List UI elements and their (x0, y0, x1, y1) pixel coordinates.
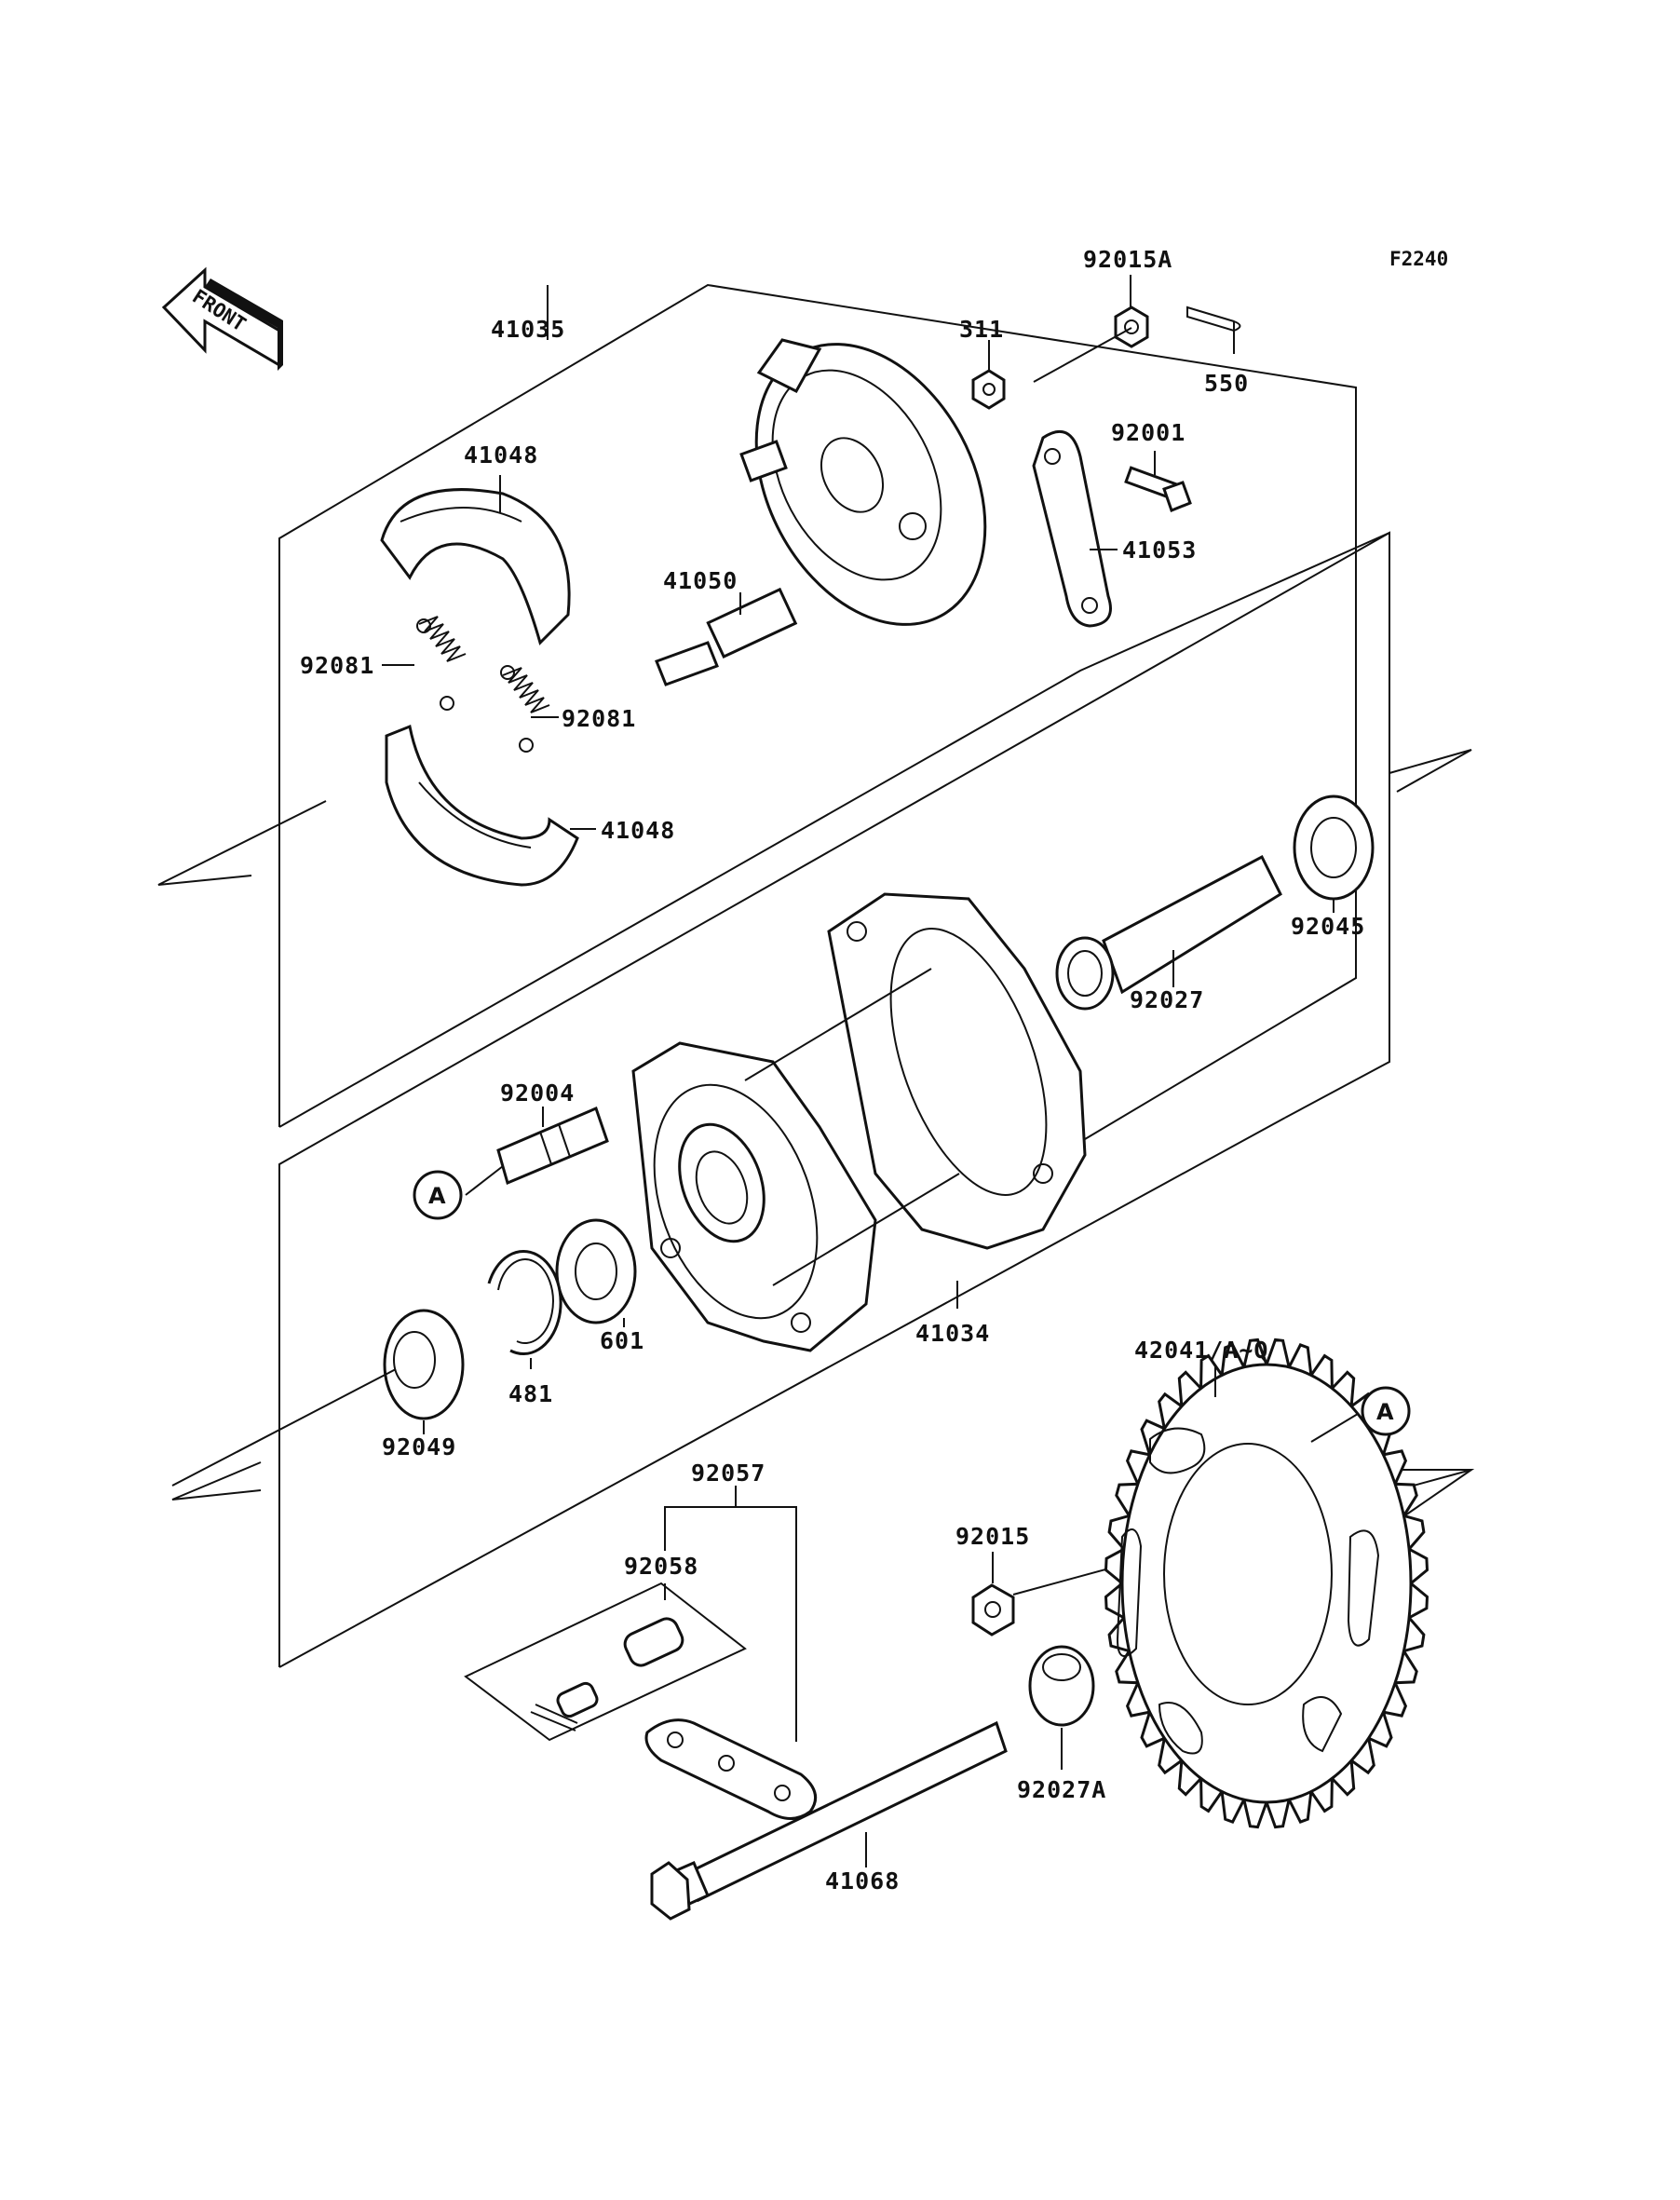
label-92049: 92049 (382, 1433, 456, 1460)
label-601: 601 (600, 1327, 644, 1354)
svg-text:A: A (1376, 1399, 1394, 1425)
chain-segment (644, 1718, 818, 1820)
bolt-92001 (1124, 466, 1192, 512)
label-92081-left: 92081 (300, 652, 374, 679)
label-92027: 92027 (1130, 986, 1204, 1013)
label-92057: 92057 (691, 1460, 765, 1487)
figure-code: F2240 (1389, 248, 1448, 270)
bearing-601 (555, 1218, 637, 1324)
spring-left-icon (416, 616, 467, 711)
brake-shoe-bottom (385, 724, 579, 887)
cotter-pin-550 (1186, 306, 1241, 333)
brake-arm (1032, 429, 1112, 628)
reference-marker-a-left: A (413, 1170, 463, 1220)
label-92001: 92001 (1111, 419, 1185, 446)
spring-right-icon (500, 665, 550, 753)
svg-text:A: A (428, 1183, 446, 1209)
label-41048-top: 41048 (464, 441, 538, 469)
label-92027A: 92027A (1017, 1776, 1106, 1803)
brake-cam (655, 587, 798, 686)
label-92058: 92058 (624, 1553, 698, 1580)
label-92015: 92015 (955, 1523, 1030, 1550)
front-arrow-icon: FRONT (161, 266, 283, 371)
circlip-481 (487, 1250, 562, 1356)
label-42041: 42041/A~Q (1134, 1337, 1268, 1364)
label-481: 481 (508, 1380, 553, 1407)
brake-shoe-top (380, 488, 571, 645)
label-92045: 92045 (1291, 913, 1365, 940)
label-41034: 41034 (915, 1320, 990, 1347)
hub-assembly-frame (171, 531, 1472, 1668)
reference-marker-a-right: A (1361, 1386, 1411, 1436)
label-550: 550 (1204, 370, 1249, 397)
oil-seal-92049 (383, 1309, 465, 1420)
label-41050: 41050 (663, 567, 738, 594)
nut-92015 (971, 1583, 1015, 1636)
brake-assembly-frame (157, 283, 1390, 1143)
spacer-tube-92027 (1055, 854, 1282, 1011)
label-41053: 41053 (1122, 536, 1197, 564)
bearing-92045 (1293, 794, 1375, 901)
label-92015A: 92015A (1083, 246, 1172, 273)
label-92004: 92004 (500, 1080, 575, 1107)
stud-92004 (496, 1106, 609, 1186)
label-92081-right: 92081 (562, 705, 636, 732)
label-311: 311 (959, 316, 1004, 343)
nut-311 (971, 369, 1006, 410)
leader-lines (382, 275, 1335, 1867)
sprocket (1104, 1338, 1429, 1829)
part-labels: 92015A 550 311 92001 41053 41035 41048 4… (300, 246, 1365, 1894)
label-41048-bottom: 41048 (601, 817, 675, 844)
label-41035: 41035 (491, 316, 565, 343)
label-41068: 41068 (825, 1867, 900, 1894)
spacer-92027A (1028, 1645, 1095, 1727)
nut-92015A (1114, 306, 1149, 348)
axle-41068 (650, 1720, 1008, 1921)
brake-panel (739, 338, 987, 626)
chain-link-kit (464, 1582, 747, 1742)
hub (631, 892, 1087, 1352)
